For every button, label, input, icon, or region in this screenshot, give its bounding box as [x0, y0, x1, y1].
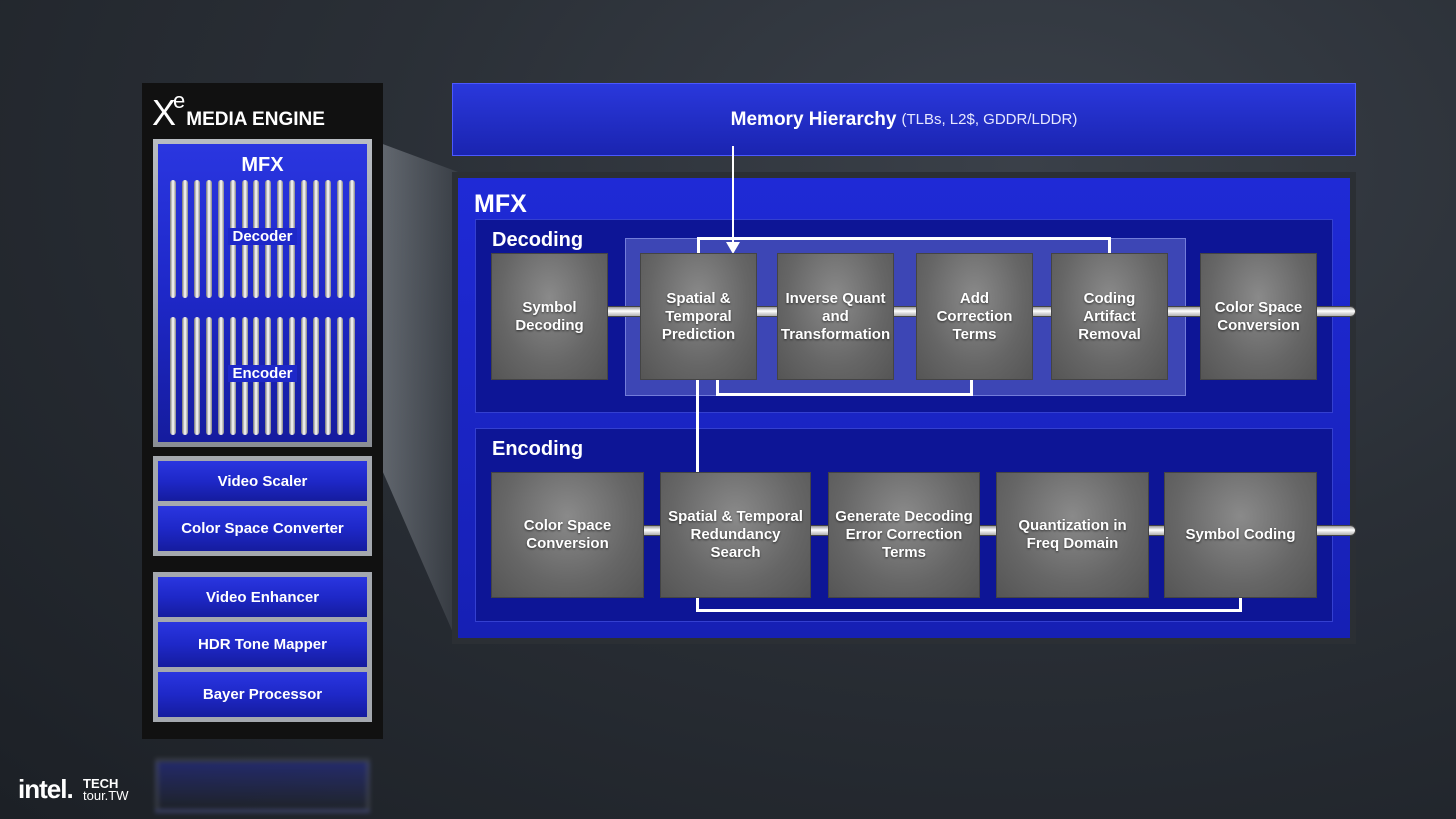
- processing-lane-bar: [324, 317, 331, 435]
- unit-group-scaling: Video Scaler Color Space Converter: [153, 456, 372, 556]
- processing-lane-bar: [324, 180, 331, 298]
- encode-block-quantization: Quantization in Freq Domain: [997, 473, 1148, 597]
- techtour-logo: TECH tour.TW: [83, 776, 129, 803]
- feedback-wire-top-right: [1108, 237, 1111, 255]
- encode-block-symbol-coding: Symbol Coding: [1165, 473, 1316, 597]
- decode-block-symbol-decoding: Symbol Decoding: [492, 254, 607, 379]
- encode-block-redundancy-search: Spatial & Temporal Redundancy Search: [661, 473, 810, 597]
- decoder-label: Decoder: [158, 228, 367, 245]
- video-scaler-unit: Video Scaler: [153, 456, 372, 506]
- processing-lane-bar: [301, 317, 308, 435]
- encoding-label: Encoding: [492, 438, 584, 460]
- memory-hierarchy-title: Memory Hierarchy: [730, 108, 897, 130]
- color-space-converter-unit: Color Space Converter: [153, 506, 372, 556]
- video-enhancer-unit: Video Enhancer: [153, 572, 372, 622]
- panel-reflection: [155, 758, 370, 813]
- processing-lane-bar: [336, 317, 343, 435]
- encode-loop-wire-left: [696, 596, 699, 612]
- feedback-wire-bottom-left: [716, 378, 719, 396]
- decode-block-color-space-conversion: Color Space Conversion: [1201, 254, 1316, 379]
- hdr-tone-mapper-unit: HDR Tone Mapper: [153, 622, 372, 672]
- feedback-wire-bottom-right: [970, 378, 973, 396]
- memory-link-wire: [732, 146, 734, 246]
- memory-arrow-icon: [726, 242, 740, 254]
- memory-hierarchy-bar: Memory Hierarchy (TLBs, L2$, GDDR/LDDR): [452, 83, 1356, 156]
- processing-lane-bar: [170, 180, 176, 298]
- decode-block-coding-artifact-removal: Coding Artifact Removal: [1052, 254, 1167, 379]
- encode-loop-wire-right: [1239, 596, 1242, 612]
- processing-lane-bar: [170, 317, 176, 435]
- memory-hierarchy-subtitle: (TLBs, L2$, GDDR/LDDR): [901, 111, 1078, 128]
- feedback-wire-bottom: [716, 393, 973, 396]
- processing-lane-bar: [348, 317, 355, 435]
- encoder-label: Encoder: [158, 365, 367, 382]
- processing-lane-bar: [193, 180, 200, 298]
- decoding-label: Decoding: [492, 229, 584, 251]
- mfx-block-small: MFX Decoder Encoder: [153, 139, 372, 447]
- mfx-small-label: MFX: [241, 154, 284, 176]
- decode-block-spatial-temporal-prediction: Spatial & Temporal Prediction: [641, 254, 756, 379]
- processing-lane-bar: [313, 180, 320, 298]
- bayer-processor-unit: Bayer Processor: [153, 672, 372, 722]
- media-engine-title: XeMEDIA ENGINE: [152, 88, 325, 133]
- processing-lane-bar: [193, 317, 200, 435]
- decode-block-add-correction-terms: Add Correction Terms: [917, 254, 1032, 379]
- mfx-main-label: MFX: [474, 190, 527, 218]
- processing-lane-bar: [217, 317, 224, 435]
- processing-lane-bar: [205, 180, 212, 298]
- processing-lane-bar: [217, 180, 224, 298]
- processing-lane-bar: [313, 317, 320, 435]
- unit-group-enhance: Video Enhancer HDR Tone Mapper Bayer Pro…: [153, 572, 372, 722]
- processing-lane-bar: [181, 180, 188, 298]
- processing-lane-bar: [336, 180, 343, 298]
- processing-lane-bar: [205, 317, 212, 435]
- encode-block-color-space-conversion: Color Space Conversion: [492, 473, 643, 597]
- decode-block-inverse-quant: Inverse Quant and Transformation: [778, 254, 893, 379]
- encode-loop-wire-bottom: [696, 609, 1242, 612]
- feedback-wire-top-left: [697, 237, 700, 255]
- feedback-wire-top: [697, 237, 1111, 240]
- encode-block-error-correction: Generate Decoding Error Correction Terms: [829, 473, 979, 597]
- processing-lane-bar: [181, 317, 188, 435]
- processing-lane-bar: [301, 180, 308, 298]
- processing-lane-bar: [348, 180, 355, 298]
- decode-encode-link-wire: [696, 378, 699, 474]
- intel-logo: intel.: [18, 774, 74, 804]
